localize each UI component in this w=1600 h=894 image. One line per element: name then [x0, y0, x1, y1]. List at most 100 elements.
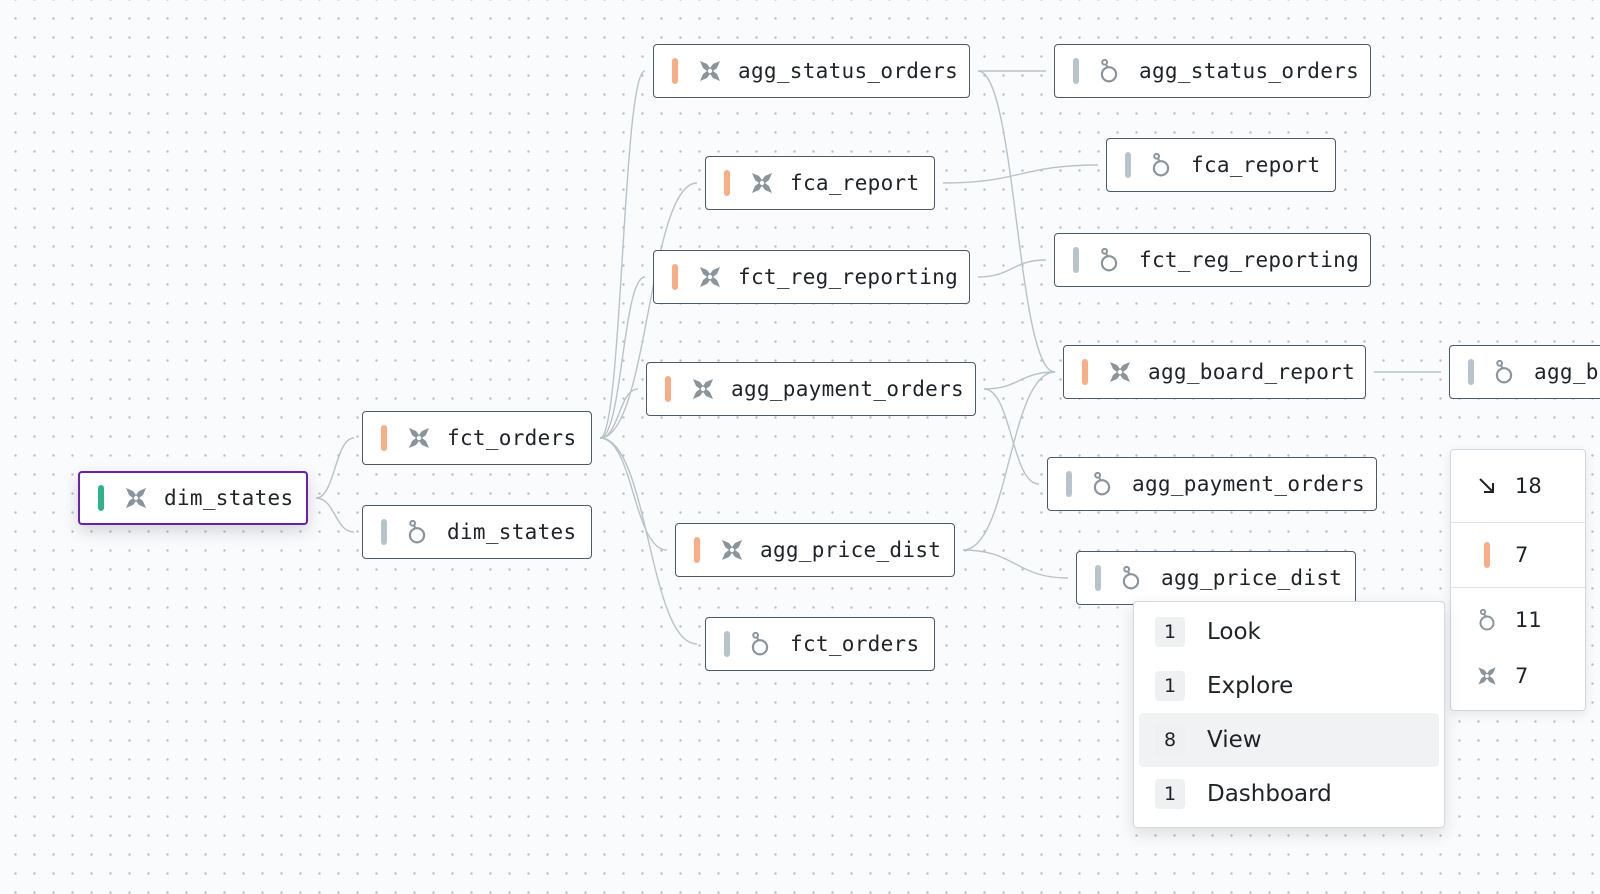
edge-agg_price_dist_model-to-agg_board_report_model — [962, 371, 1056, 551]
node-label: agg_bo — [1534, 360, 1600, 384]
edge-fct_orders_model-to-fca_report_model — [599, 182, 698, 439]
looker-view-icon — [1097, 246, 1125, 274]
node-label: dim_states — [447, 520, 577, 544]
edge-fca_report_model-to-fca_report_view — [942, 164, 1099, 184]
node-dim-states-model[interactable]: dim_states — [78, 471, 308, 525]
looker-view-icon — [1149, 151, 1177, 179]
edge-fct_orders_model-to-fct_orders_view — [599, 437, 698, 645]
edge-fct_orders_model-to-agg_status_orders_model — [599, 70, 646, 439]
menu-item-count: 8 — [1155, 725, 1185, 755]
node-fca-report-view[interactable]: fca_report — [1106, 138, 1336, 192]
node-label: fca_report — [1191, 153, 1321, 177]
status-bar — [694, 537, 700, 563]
stat-dbt-models[interactable]: 7 — [1451, 523, 1585, 587]
node-label: agg_price_dist — [1161, 566, 1343, 590]
menu-item-count: 1 — [1155, 617, 1185, 647]
dbt-model-icon — [696, 263, 724, 291]
menu-item-explore[interactable]: 1 Explore — [1139, 659, 1439, 713]
edge-fct_orders_model-to-fct_reg_reporting_model — [599, 276, 646, 439]
dbt-model-icon — [689, 375, 717, 403]
node-label: fct_reg_reporting — [1139, 248, 1360, 272]
node-agg-payment-orders-model[interactable]: agg_payment_orders — [646, 362, 976, 416]
status-bar — [665, 376, 671, 402]
status-bar — [1095, 565, 1101, 591]
edge-fct_reg_reporting_model-to-fct_reg_reporting_view — [977, 259, 1047, 278]
stat-model-icon-count-value: 7 — [1515, 664, 1529, 688]
menu-item-view[interactable]: 8 View — [1139, 713, 1439, 767]
orange-bar-icon — [1475, 542, 1499, 568]
menu-item-count: 1 — [1155, 671, 1185, 701]
node-fct-reg-reporting-model[interactable]: fct_reg_reporting — [653, 250, 970, 304]
node-label: agg_payment_orders — [1132, 472, 1365, 496]
looker-type-menu: 1 Look 1 Explore 8 View 1 Dashboard — [1133, 601, 1445, 828]
node-label: agg_status_orders — [1139, 59, 1360, 83]
node-agg-price-dist-model[interactable]: agg_price_dist — [675, 523, 955, 577]
lineage-stats-panel: 18 7 11 7 — [1450, 449, 1586, 711]
looker-icon — [1475, 608, 1499, 632]
node-fct-orders-view[interactable]: fct_orders — [705, 617, 935, 671]
edge-agg_payment_orders_model-to-agg_payment_orders_view — [983, 388, 1040, 485]
looker-view-icon — [748, 630, 776, 658]
node-agg-status-orders-model[interactable]: agg_status_orders — [653, 44, 970, 98]
dbt-model-icon — [718, 536, 746, 564]
looker-view-icon — [1492, 358, 1520, 386]
status-bar — [724, 170, 730, 196]
menu-item-count: 1 — [1155, 779, 1185, 809]
node-label: dim_states — [164, 486, 294, 510]
edge-agg_payment_orders_model-to-agg_board_report_model — [983, 371, 1056, 390]
stat-dbt-models-value: 7 — [1515, 543, 1529, 567]
node-label: fca_report — [790, 171, 920, 195]
stat-looker-total[interactable]: 11 — [1451, 588, 1585, 652]
edge-dim_states_model-to-dim_states_view — [315, 497, 355, 533]
status-bar — [1066, 471, 1072, 497]
dbt-model-icon — [1475, 663, 1499, 689]
edge-fct_orders_model-to-agg_payment_orders_model — [599, 388, 639, 439]
node-agg-board-report-model[interactable]: agg_board_report — [1063, 345, 1366, 399]
looker-view-icon — [1090, 470, 1118, 498]
node-label: agg_payment_orders — [731, 377, 964, 401]
dbt-model-icon — [405, 424, 433, 452]
stat-model-icon-count[interactable]: 7 — [1451, 646, 1585, 706]
node-agg-board-report-view[interactable]: agg_bo — [1449, 345, 1600, 399]
status-bar — [724, 631, 730, 657]
arrow-down-right-icon — [1475, 476, 1499, 496]
stats-divider — [1451, 587, 1585, 588]
status-bar — [1468, 359, 1474, 385]
node-agg-price-dist-view[interactable]: agg_price_dist — [1076, 551, 1356, 605]
dbt-model-icon — [122, 484, 150, 512]
status-bar — [98, 485, 104, 511]
node-label: agg_status_orders — [738, 59, 959, 83]
node-fca-report-model[interactable]: fca_report — [705, 156, 935, 210]
menu-item-label: View — [1207, 727, 1262, 753]
status-bar — [1082, 359, 1088, 385]
menu-item-look[interactable]: 1 Look — [1139, 605, 1439, 659]
status-bar — [1073, 58, 1079, 84]
dbt-model-icon — [1106, 358, 1134, 386]
stats-divider — [1451, 522, 1585, 523]
status-bar — [672, 264, 678, 290]
looker-view-icon — [405, 518, 433, 546]
menu-item-label: Dashboard — [1207, 781, 1332, 807]
menu-item-dashboard[interactable]: 1 Dashboard — [1139, 767, 1439, 821]
node-fct-orders-model[interactable]: fct_orders — [362, 411, 592, 465]
edge-agg_price_dist_model-to-agg_price_dist_view — [962, 549, 1069, 579]
dbt-model-icon — [696, 57, 724, 85]
node-label: agg_price_dist — [760, 538, 942, 562]
node-agg-status-orders-view[interactable]: agg_status_orders — [1054, 44, 1371, 98]
stat-downstream-total[interactable]: 18 — [1451, 450, 1585, 522]
stat-looker-total-value: 11 — [1515, 608, 1542, 632]
edge-fct_orders_model-to-agg_price_dist_model — [599, 437, 668, 551]
edge-dim_states_model-to-fct_orders_model — [315, 437, 355, 499]
node-dim-states-view[interactable]: dim_states — [362, 505, 592, 559]
status-bar — [381, 519, 387, 545]
menu-item-label: Explore — [1207, 673, 1294, 699]
looker-view-icon — [1097, 57, 1125, 85]
node-fct-reg-reporting-view[interactable]: fct_reg_reporting — [1054, 233, 1371, 287]
node-agg-payment-orders-view[interactable]: agg_payment_orders — [1047, 457, 1377, 511]
node-label: fct_orders — [447, 426, 577, 450]
looker-view-icon — [1119, 564, 1147, 592]
menu-item-label: Look — [1207, 619, 1261, 645]
node-label: fct_orders — [790, 632, 920, 656]
status-bar — [1073, 247, 1079, 273]
